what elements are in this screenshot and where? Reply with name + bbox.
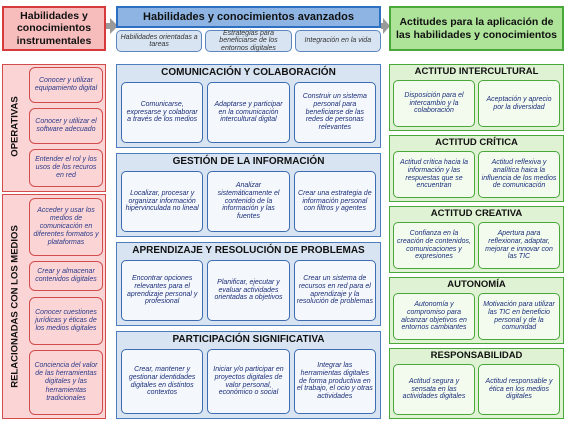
section-critical: ACTITUD CRÍTICA Actitud crítica hacia la…: [389, 135, 564, 202]
section-title: COMUNICACIÓN Y COLABORACIÓN: [161, 67, 336, 78]
section-responsibility: RESPONSABILIDAD Actitud segura y sensata…: [389, 348, 564, 419]
section-learning: APRENDIZAJE Y RESOLUCIÓN DE PROBLEMAS En…: [116, 242, 381, 326]
section-cell: Actitud segura y sensata en las activida…: [393, 364, 475, 415]
section-cell: Encontrar opciones relevantes para el ap…: [121, 260, 204, 321]
section-cell: Confianza en la creación de contenidos, …: [393, 222, 475, 269]
subheader-strategies: Estrategias para beneficiarse de los ent…: [205, 30, 292, 52]
section-cell: Comunicarse, expresarse y colaborar a tr…: [121, 82, 204, 143]
subheader-tasks: Habilidades orientadas a tareas: [116, 30, 203, 52]
section-cell: Autonomía y compromiso para alcanzar obj…: [393, 293, 475, 340]
section-cell: Crear un sistema de recursos en red para…: [293, 260, 376, 321]
section-cell: Disposición para el intercambio y la col…: [393, 80, 475, 127]
section-creative: ACTITUD CREATIVA Confianza en la creació…: [389, 206, 564, 273]
section-cell: Construir un sistema personal para benef…: [293, 82, 376, 143]
section-title: RESPONSABILIDAD: [430, 350, 523, 361]
left-item: Acceder y usar los medios de comunicació…: [29, 198, 103, 256]
arrow-right-icon-head: [110, 18, 118, 34]
section-participation: PARTICIPACIÓN SIGNIFICATIVA Crear, mante…: [116, 331, 381, 419]
section-cell: Actitud responsable y ética en los medio…: [478, 364, 560, 415]
left-item: Conocer cuestiones jurídicas y éticas de…: [29, 297, 103, 345]
section-cell: Aceptación y aprecio por la diversidad: [478, 80, 560, 127]
section-title: ACTITUD CREATIVA: [430, 208, 523, 219]
section-autonomy: AUTONOMÍA Autonomía y compromiso para al…: [389, 277, 564, 344]
left-item: Entender el rol y los usos de los recuro…: [29, 149, 103, 187]
arrow-right-icon: [106, 23, 111, 29]
section-title: APRENDIZAJE Y RESOLUCIÓN DE PROBLEMAS: [132, 245, 365, 256]
section-cell: Planificar, ejecutar y evaluar actividad…: [207, 260, 290, 321]
left-item: Conciencia del valor de las herramientas…: [29, 350, 103, 415]
section-title: ACTITUD INTERCULTURAL: [414, 66, 539, 77]
arrow-right-icon-2-head: [383, 18, 390, 34]
section-title: AUTONOMÍA: [447, 279, 506, 290]
instrumental-skills-header: Habilidades y conocimientos instrumental…: [2, 6, 106, 51]
section-cell: Adaptarse y participar en la comunicació…: [207, 82, 290, 143]
section-title: ACTITUD CRÍTICA: [435, 137, 518, 148]
section-cell: Analizar sistemáticamente el contenido d…: [207, 171, 290, 232]
attitudes-header: Actitudes para la aplicación de las habi…: [389, 6, 564, 51]
advanced-skills-header: Habilidades y conocimientos avanzados: [116, 6, 381, 28]
left-item: Conocer y utilizar el software adecuado: [29, 108, 103, 144]
section-cell: Integrar las herramientas digitales de f…: [293, 349, 376, 414]
section-title: PARTICIPACIÓN SIGNIFICATIVA: [172, 334, 325, 345]
section-cell: Actitud reflexiva y analítica haica la i…: [478, 151, 560, 198]
left-item: Conocer y utilizar equipamiento digital: [29, 67, 103, 103]
section-cell: Apertura para reflexionar, adaptar, mejo…: [478, 222, 560, 269]
advanced-subheaders: Habilidades orientadas a tareas Estrateg…: [116, 30, 381, 52]
subheader-integration: Integración en la vida: [294, 30, 381, 52]
section-cell: Crear una estrategia de información pers…: [293, 171, 376, 232]
section-cell: Motivación para utilizar las TIC en bene…: [478, 293, 560, 340]
left-item: Crear y almacenar contenidos digitales: [29, 261, 103, 291]
section-cell: Actitud crítica hacia la información y l…: [393, 151, 475, 198]
media-label: RELACIONADAS CON LOS MEDIOS: [9, 225, 21, 388]
section-communication: COMUNICACIÓN Y COLABORACIÓN Comunicarse,…: [116, 64, 381, 148]
operative-label: OPERATIVAS: [9, 96, 21, 157]
section-cell: Iniciar y/o participar en proyectos digi…: [207, 349, 290, 414]
section-cell: Crear, mantener y gestionar identidades …: [121, 349, 204, 414]
section-information: GESTIÓN DE LA INFORMACIÓN Localizar, pro…: [116, 153, 381, 237]
section-cell: Localizar, procesar y organizar informac…: [121, 171, 204, 232]
section-title: GESTIÓN DE LA INFORMACIÓN: [172, 156, 325, 167]
section-intercultural: ACTITUD INTERCULTURAL Disposición para e…: [389, 64, 564, 131]
